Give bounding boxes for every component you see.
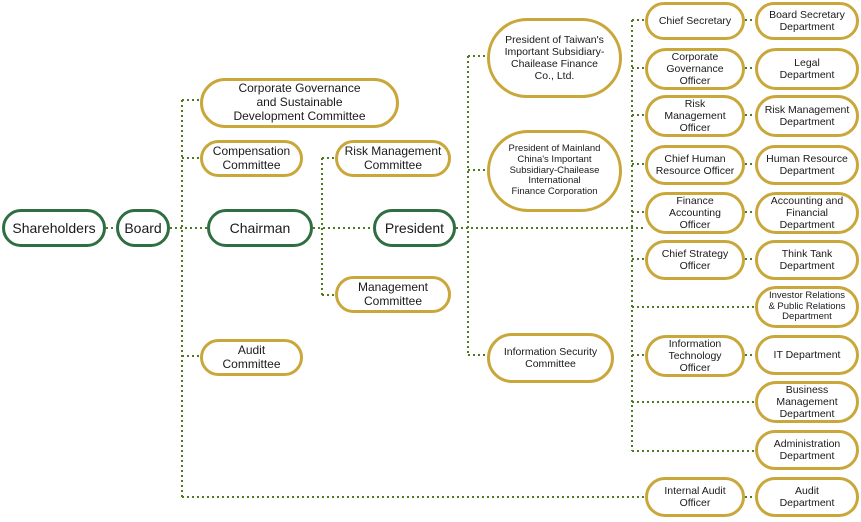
legal-department-node: Legal Department [755,48,859,90]
corporate-governance-officer-node: Corporate Governance Officer [645,48,745,90]
risk-management-officer-node: Risk Management Officer [645,95,745,137]
risk-management-department-node: Risk Management Department [755,95,859,137]
president-node: President [373,209,456,247]
management-committee-node: Management Committee [335,276,451,313]
chairman-node: Chairman [207,209,313,247]
investor-public-relations-department-node: Investor Relations & Public Relations De… [755,286,859,328]
audit-department-node: Audit Department [755,477,859,517]
risk-management-committee-node: Risk Management Committee [335,140,451,177]
audit-committee-node: Audit Committee [200,339,303,376]
chief-secretary-node: Chief Secretary [645,2,745,40]
board-node: Board [116,209,170,247]
it-department-node: IT Department [755,335,859,375]
administration-department-node: Administration Department [755,430,859,470]
it-officer-node: Information Technology Officer [645,335,745,377]
hr-department-node: Human Resource Department [755,145,859,185]
information-security-committee-node: Information Security Committee [487,333,614,383]
corporate-governance-committee-node: Corporate Governance and Sustainable Dev… [200,78,399,128]
mainland-subsidiary-president-node: President of Mainland China's Important … [487,130,622,212]
accounting-financial-department-node: Accounting and Financial Department [755,192,859,234]
shareholders-node: Shareholders [2,209,106,247]
chief-strategy-officer-node: Chief Strategy Officer [645,240,745,280]
compensation-committee-node: Compensation Committee [200,140,303,177]
board-secretary-department-node: Board Secretary Department [755,2,859,40]
taiwan-subsidiary-president-node: President of Taiwan's Important Subsidia… [487,18,622,98]
think-tank-department-node: Think Tank Department [755,240,859,280]
business-management-department-node: Business Management Department [755,381,859,423]
finance-accounting-officer-node: Finance Accounting Officer [645,192,745,234]
internal-audit-officer-node: Internal Audit Officer [645,477,745,517]
chief-hr-officer-node: Chief Human Resource Officer [645,145,745,185]
